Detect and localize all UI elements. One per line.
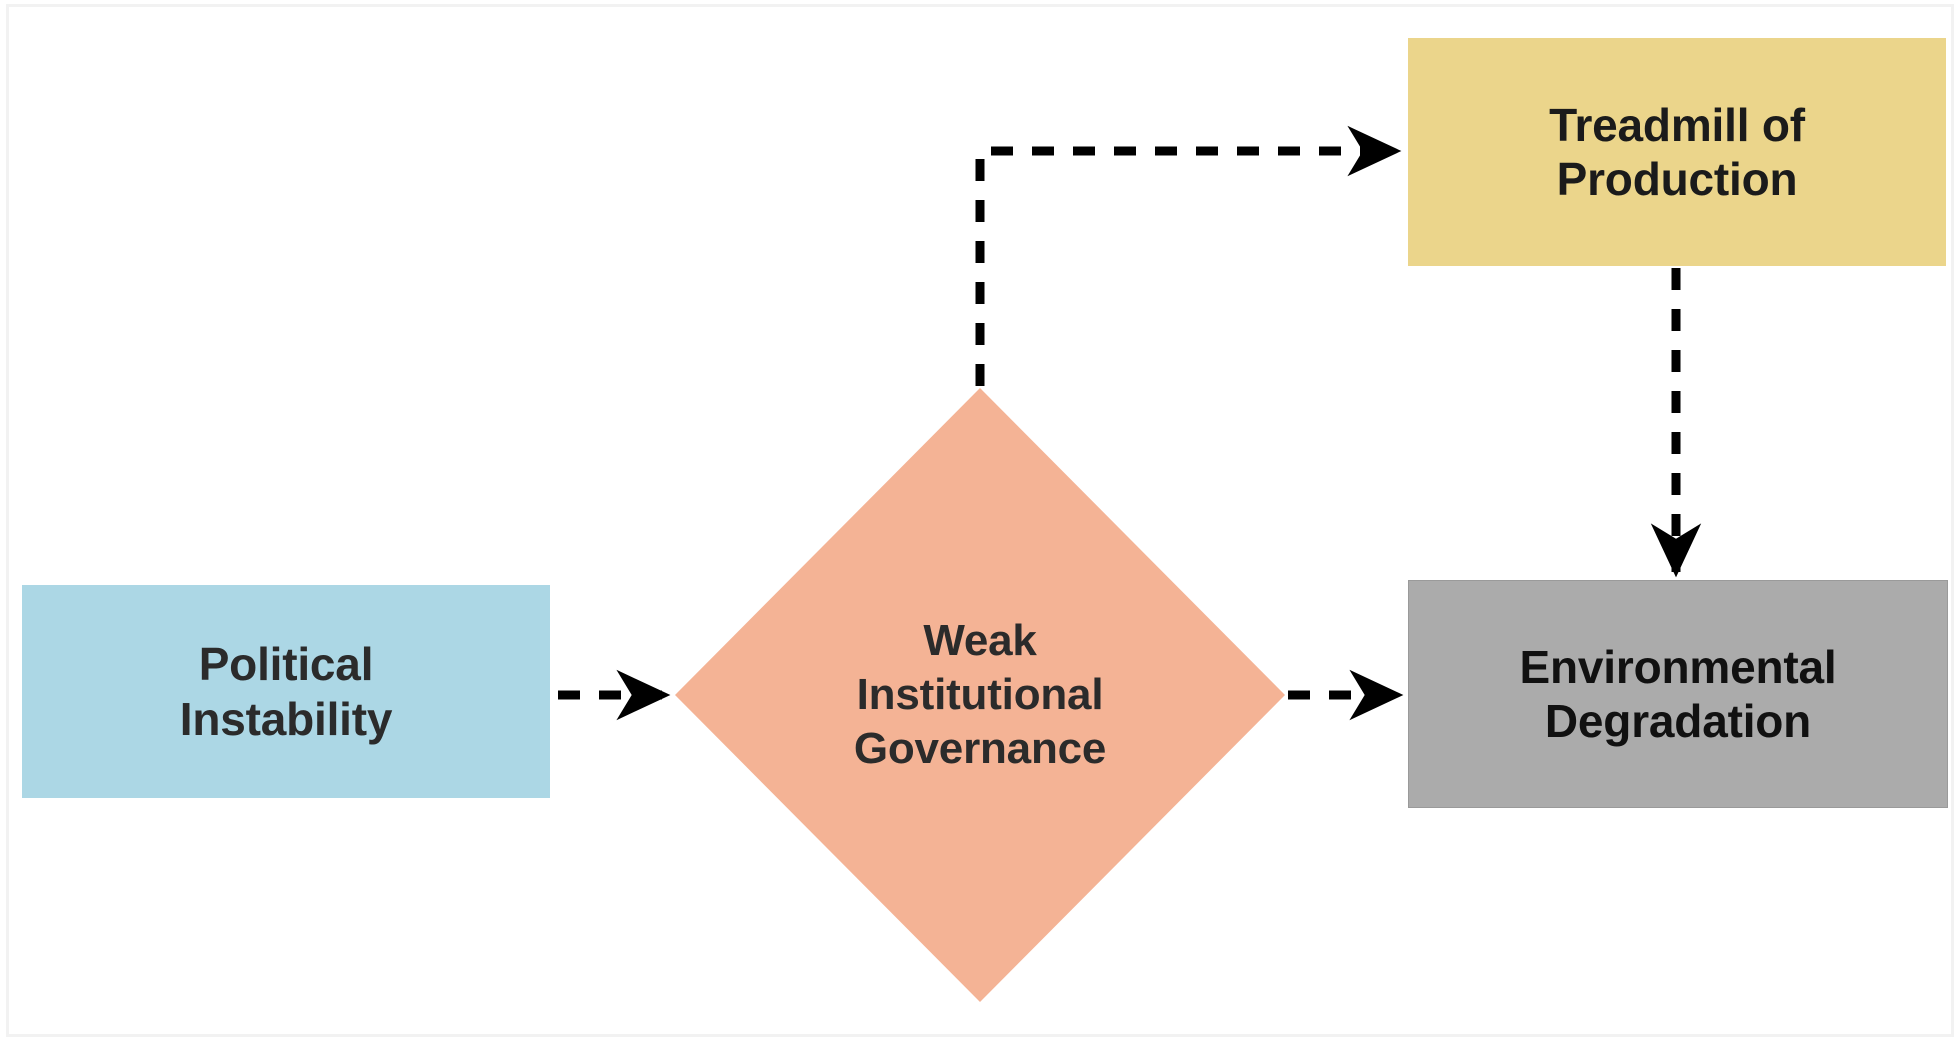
node-treadmill-of-production-line2: Production (1556, 153, 1798, 205)
node-environmental-degradation-line2: Degradation (1544, 695, 1812, 747)
node-political-instability[interactable]: Political Instability (22, 585, 550, 798)
node-environmental-degradation-label: Environmental Degradation (1520, 640, 1837, 749)
edge-governance-to-treadmill (975, 125, 1402, 386)
node-environmental-degradation[interactable]: Environmental Degradation (1408, 580, 1948, 808)
node-environmental-degradation-line1: Environmental (1519, 640, 1837, 693)
node-political-instability-label: Political Instability (180, 637, 393, 746)
node-treadmill-of-production[interactable]: Treadmill of Production (1408, 38, 1946, 266)
node-political-instability-line2: Instability (179, 692, 393, 745)
node-political-instability-line1: Political (198, 638, 374, 691)
node-treadmill-of-production-label: Treadmill of Production (1549, 98, 1805, 207)
node-treadmill-of-production-line1: Treadmill of (1549, 98, 1805, 151)
